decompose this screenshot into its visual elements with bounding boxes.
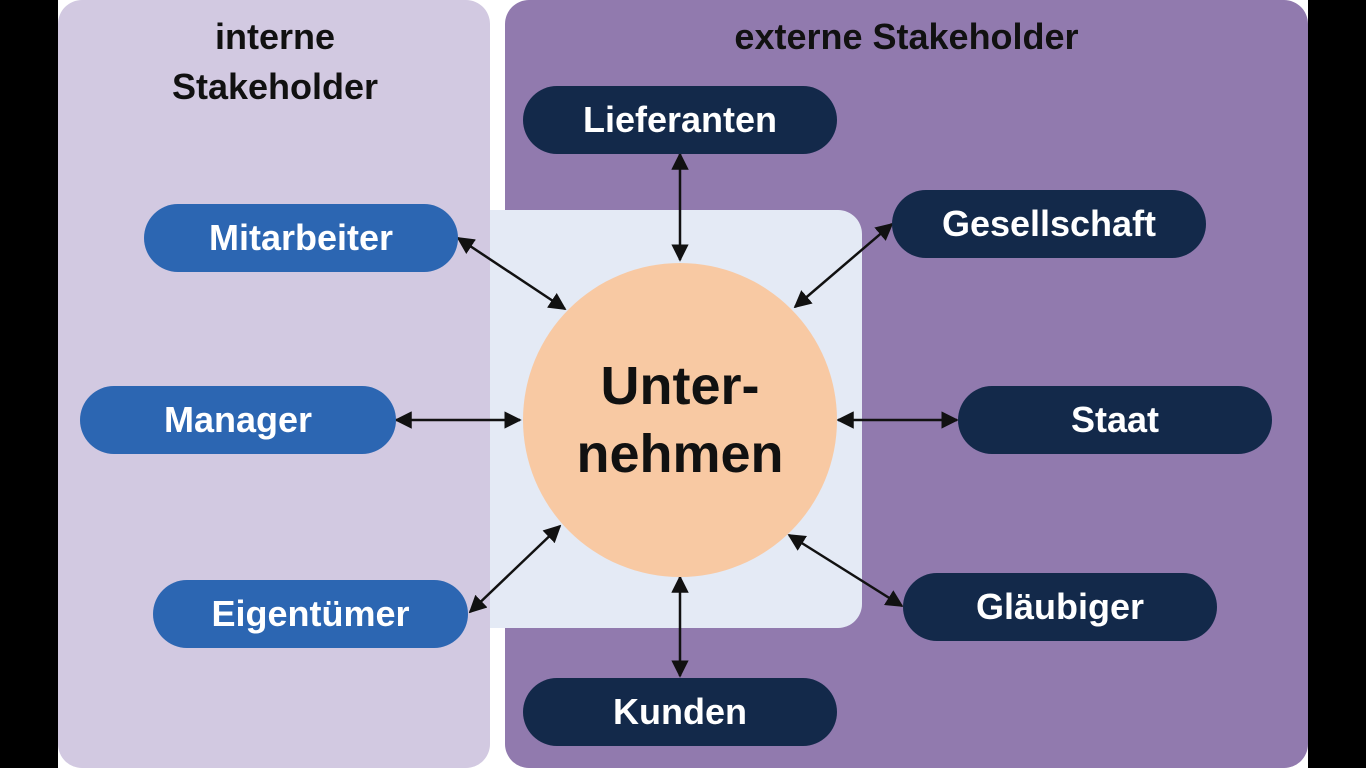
stakeholder-eigentuemer[interactable]: Eigentümer (153, 580, 468, 648)
stakeholder-lieferanten[interactable]: Lieferanten (523, 86, 837, 154)
stakeholder-gesellschaft[interactable]: Gesellschaft (892, 190, 1206, 258)
stakeholder-manager[interactable]: Manager (80, 386, 396, 454)
stakeholder-staat[interactable]: Staat (958, 386, 1272, 454)
stakeholder-mitarbeiter[interactable]: Mitarbeiter (144, 204, 458, 272)
internal-title-line2: Stakeholder (171, 66, 379, 107)
external-panel-title: externe Stakeholder (734, 16, 1079, 57)
stakeholder-glaeubiger[interactable]: Gläubiger (903, 573, 1217, 641)
stakeholder-kunden[interactable]: Kunden (523, 678, 837, 746)
internal-stakeholder-panel (58, 0, 490, 768)
core-unternehmen[interactable]: Unter- nehmen (523, 263, 837, 577)
core-label-line2: nehmen (576, 424, 784, 484)
core-label-line1: Unter- (600, 356, 760, 416)
internal-title-line1: interne (214, 16, 336, 57)
